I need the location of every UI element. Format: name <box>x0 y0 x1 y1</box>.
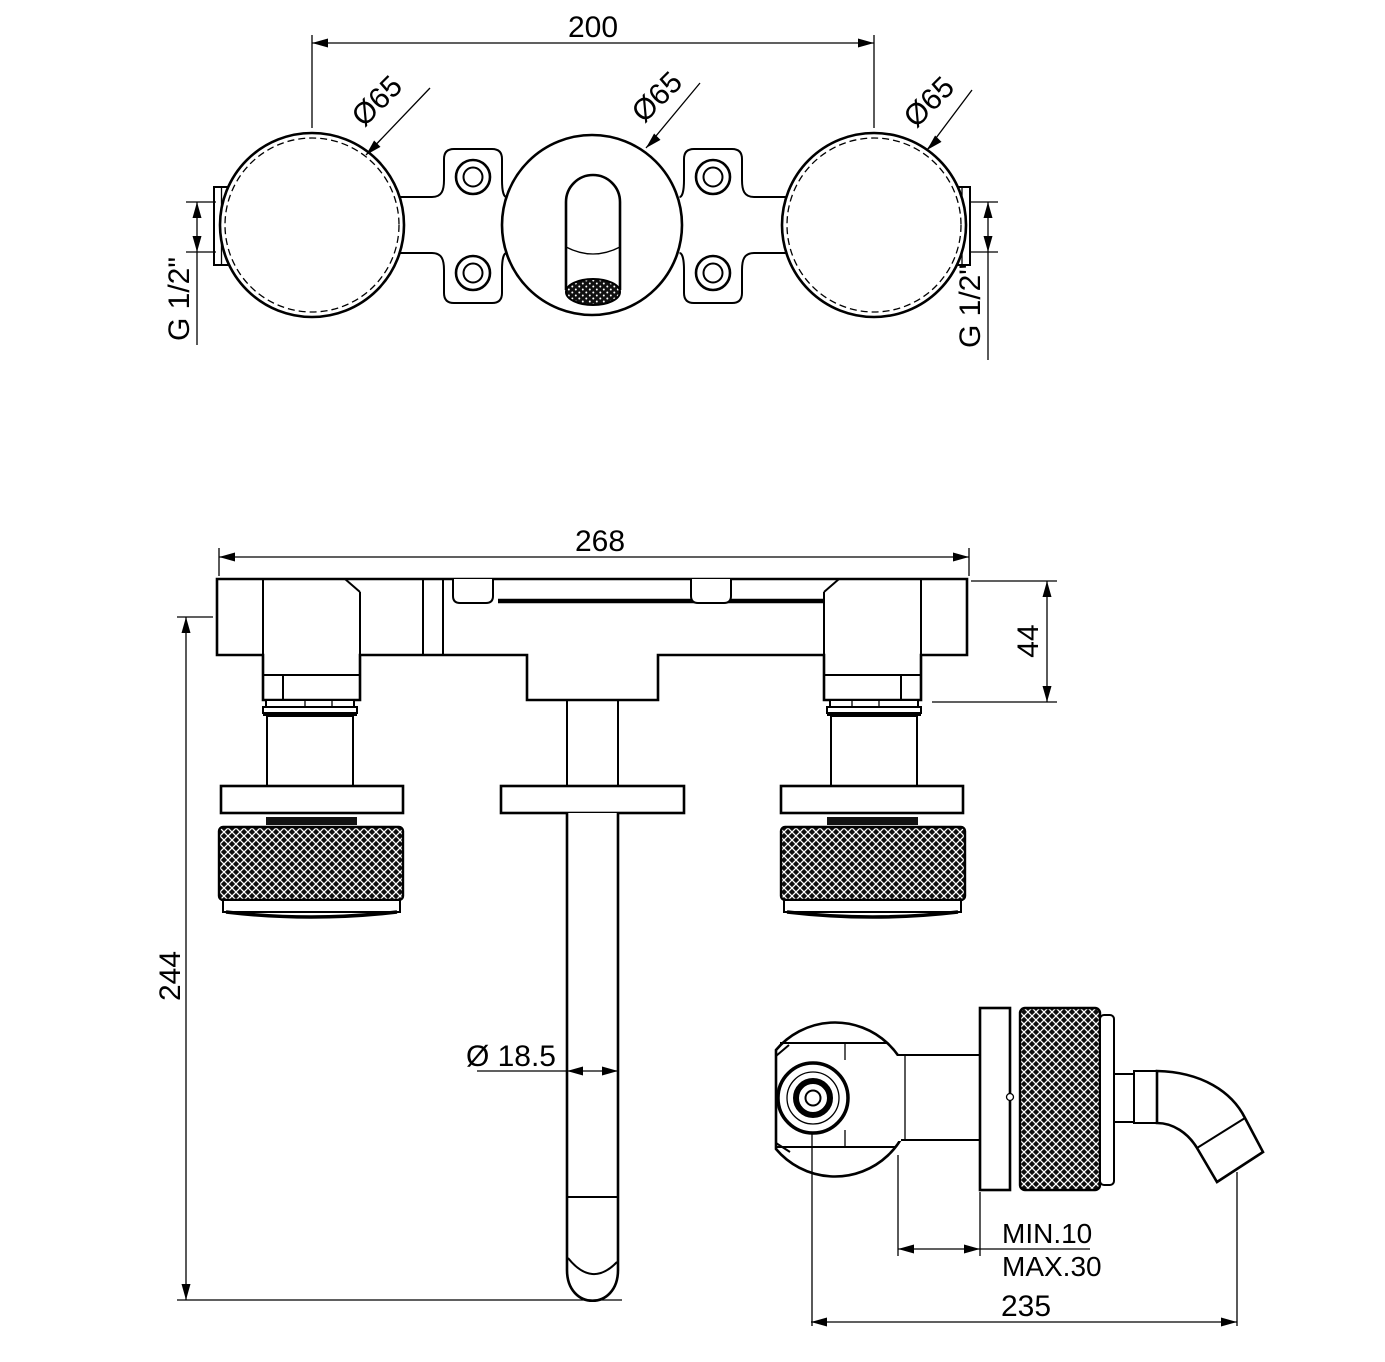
escutcheon-plate <box>219 784 405 815</box>
knob-left-front <box>218 131 406 319</box>
stem-shadow <box>827 817 918 825</box>
valve-left-bottom <box>217 699 405 919</box>
dim-label-dia18-5: Ø 18.5 <box>466 1040 556 1073</box>
set-pin <box>1005 1092 1015 1102</box>
knurled-handle <box>217 825 405 902</box>
mounting-bracket-left <box>400 148 507 304</box>
dimension-235: 235 <box>811 1134 1238 1327</box>
knurled-handle-side <box>1018 1006 1102 1192</box>
spout-escutcheon-plate <box>499 784 686 815</box>
dim-label-min10: MIN.10 <box>1002 1218 1092 1249</box>
dim-label-200: 200 <box>568 11 618 44</box>
dimension-44: 44 <box>932 580 1057 703</box>
dimension-wall-depth: MIN.10 MAX.30 <box>897 1155 1102 1282</box>
handle-base <box>783 899 962 913</box>
dim-label-235: 235 <box>1001 1290 1051 1323</box>
dimension-200: 200 <box>311 11 875 128</box>
side-escutcheon-plate <box>978 1006 1012 1192</box>
dimension-244: 244 <box>154 616 622 1301</box>
dim-label-44: 44 <box>1012 624 1045 657</box>
dim-label-244: 244 <box>154 951 187 1001</box>
screw-hole <box>454 254 492 292</box>
spout-underside <box>564 173 622 290</box>
side-view: MIN.10 MAX.30 235 <box>774 1006 1265 1327</box>
spout-hub <box>1113 1073 1135 1123</box>
stem-shadow <box>266 817 357 825</box>
body-detail-lines <box>262 578 922 700</box>
bracket-boss-right <box>690 579 732 604</box>
curved-spout <box>1155 1069 1265 1184</box>
valve-sleeve <box>830 715 918 787</box>
dimension-dia18-5: Ø 18.5 <box>466 1040 618 1076</box>
spout-escutcheon-front <box>500 133 684 317</box>
front-view: 200 Ø65 Ø65 Ø65 G 1/2" <box>163 11 998 360</box>
dim-label-max30: MAX.30 <box>1002 1251 1102 1282</box>
knob-right-front <box>780 131 968 319</box>
valve-neck-fill <box>897 1054 980 1141</box>
dim-label-268: 268 <box>575 525 625 558</box>
valve-right-bottom <box>779 699 967 919</box>
dim-label-g12-left: G 1/2" <box>163 257 196 341</box>
spout-collar <box>1133 1070 1158 1124</box>
thread-dim-left: G 1/2" <box>163 201 216 345</box>
thread-dim-right: G 1/2" <box>954 201 998 360</box>
dim-label-g12-right: G 1/2" <box>954 264 987 348</box>
valve-neck <box>897 1054 980 1141</box>
spout-tube <box>565 813 620 1303</box>
handle-cap <box>1099 1014 1115 1186</box>
knurled-handle <box>779 825 967 902</box>
dimension-268: 268 <box>218 525 970 576</box>
escutcheon-plate <box>779 784 965 815</box>
bottom-view: 268 44 244 Ø 18.5 <box>154 525 1057 1303</box>
bracket-boss-left <box>452 579 494 604</box>
mounting-bracket-right <box>679 148 789 304</box>
screw-hole <box>694 158 732 196</box>
handle-base <box>222 899 401 913</box>
inwall-body-facets <box>775 1042 896 1153</box>
inlet-port-rings <box>776 1061 850 1135</box>
valve-sleeve <box>266 715 354 787</box>
screw-hole <box>694 254 732 292</box>
mixer-body <box>215 577 969 702</box>
spout-bottom <box>499 700 686 1303</box>
screw-hole <box>454 158 492 196</box>
aerator-face <box>565 278 621 306</box>
